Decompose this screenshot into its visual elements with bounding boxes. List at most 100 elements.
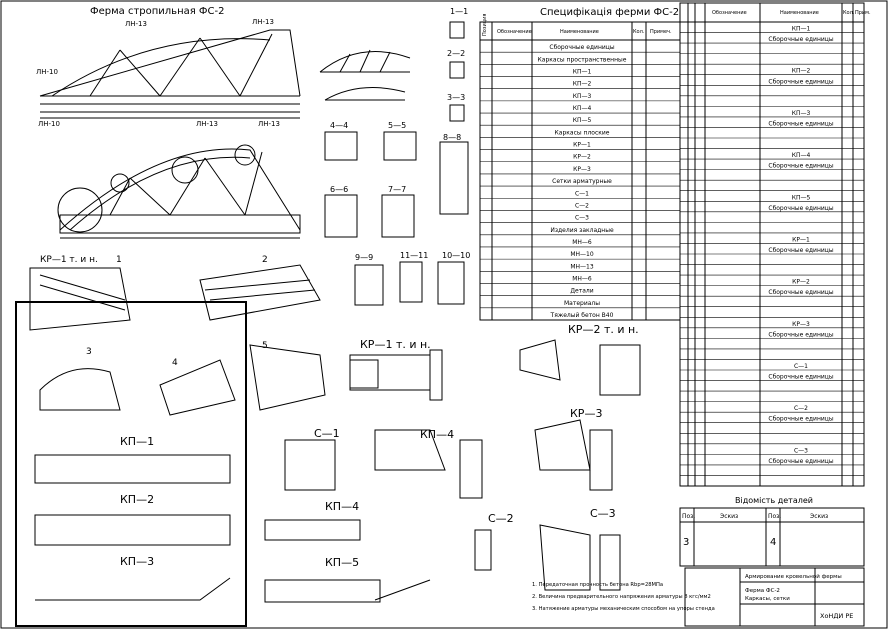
title-block-text: Армирование кровельной фермы Ферма ФС-2 … (745, 573, 853, 620)
right-group-label: КР—3 (792, 321, 810, 328)
spec-row-text: Каркасы плоские (555, 129, 610, 136)
section-2-2 (449, 61, 465, 79)
stamp-name: Ферма ФС-2 (745, 588, 780, 594)
node-label-4: 4 (172, 358, 178, 368)
right-group-caption: Сборочные единицы (768, 289, 833, 296)
right-header-designation: Обозначение (712, 10, 747, 16)
spec-row-text: Каркасы пространственные (538, 56, 627, 63)
node-number-labels: 1 2 3 4 5 (86, 255, 268, 368)
part-label-kr1: КР—1 т. и н. (40, 255, 98, 265)
stamp-title: Армирование кровельной фермы (745, 573, 842, 580)
section-label-10-10: 10—10 (442, 251, 470, 260)
section-label-8-8: 8—8 (443, 133, 461, 142)
right-group-caption: Сборочные единицы (768, 416, 833, 423)
dim-label-1: ЛН-10 (36, 68, 58, 76)
section-label-11-11: 11—11 (400, 251, 428, 260)
part-label-kp5: КП—5 (325, 556, 359, 569)
vis-header-sketch-1: Эскиз (720, 513, 738, 520)
dim-label-4: ЛН-10 (38, 120, 60, 128)
node-label-3: 3 (86, 347, 92, 357)
right-group-caption: Сборочные единицы (768, 36, 833, 43)
spec-row-text: КП—4 (573, 105, 592, 112)
spec-row-text: МН—13 (570, 263, 594, 270)
spec-header-pos: Позиция (482, 14, 488, 36)
vis-header-pos-1: Поз. (682, 513, 695, 520)
section-8-8 (439, 141, 469, 215)
right-group-caption: Сборочные единицы (768, 331, 833, 338)
section-6-6 (324, 194, 358, 238)
part-label-kp3: КП—3 (120, 555, 154, 568)
section-1-1 (449, 21, 465, 39)
right-group-label: КР—1 (792, 236, 810, 243)
right-header-qty: Кол. (843, 10, 855, 16)
visibility-table-grid (679, 507, 865, 567)
spec-row-text: Тяжелый бетон В40 (550, 312, 614, 319)
spec-row-text: Сборочные единицы (549, 44, 614, 51)
right-group-caption: Сборочные единицы (768, 78, 833, 85)
spec-row-text: КП—2 (573, 81, 592, 88)
dim-label-2: ЛН-13 (125, 20, 147, 28)
spec-row-text: КР—3 (573, 166, 591, 173)
part-label-kr3: КР—3 (570, 407, 602, 420)
part-label-kp4-b: КП—4 (325, 500, 359, 513)
stamp-org: ХоНДИ РЕ (820, 612, 853, 620)
section-label-7-7: 7—7 (388, 185, 406, 194)
section-label-2-2: 2—2 (447, 49, 465, 58)
spec-title: Специфікація ферми ФС-2 (540, 6, 679, 18)
left-block-details (34, 359, 236, 601)
truss-elevation-top (39, 29, 301, 119)
part-label-kp4: КП—4 (420, 428, 454, 441)
spec-header-name: Наименование (560, 29, 599, 35)
visibility-title: Відомість деталей (735, 496, 813, 505)
right-group-caption: Сборочные единицы (768, 458, 833, 465)
note-3: 3. Натяжение арматуры механическим спосо… (532, 606, 715, 612)
right-group-label: С—3 (794, 447, 808, 454)
center-parts (249, 339, 641, 603)
left-frame (15, 301, 247, 627)
section-label-5-5: 5—5 (388, 121, 406, 130)
right-group-caption: Сборочные единицы (768, 247, 833, 254)
spec-row-text: МН—10 (570, 251, 594, 258)
node-label-1: 1 (116, 255, 122, 265)
spec-row-text: МН—6 (572, 275, 592, 282)
part-label-kr1-detail: КР—1 т. и н. (360, 338, 431, 351)
section-5-5 (383, 131, 417, 161)
spec-row-text: КП—5 (573, 117, 592, 124)
stamp-sheet: Каркасы, сетки (745, 596, 790, 602)
right-group-caption: Сборочные единицы (768, 374, 833, 381)
visibility-table-text: Поз. Эскиз Поз. Эскиз 3 4 (682, 513, 828, 548)
part-label-kp2: КП—2 (120, 493, 154, 506)
part-label-s2: С—2 (488, 512, 514, 525)
vis-pos-3: 3 (683, 537, 689, 548)
truss-title: Ферма стропильная ФС-2 (90, 6, 225, 17)
section-label-1-1: 1—1 (450, 7, 468, 16)
right-group-label: С—1 (794, 363, 808, 370)
right-group-label: КП—1 (792, 26, 811, 33)
node-label-5: 5 (262, 341, 268, 351)
dim-label-6: ЛН-13 (258, 120, 280, 128)
section-10-10 (437, 261, 465, 305)
vis-header-sketch-2: Эскиз (810, 513, 828, 520)
spec-header-designation: Обозначение (497, 29, 532, 35)
dim-label-5: ЛН-13 (196, 120, 218, 128)
vis-pos-4: 4 (770, 537, 776, 548)
section-label-3-3: 3—3 (447, 93, 465, 102)
node-label-2: 2 (262, 255, 268, 265)
right-group-label: КП—3 (792, 110, 811, 117)
section-9-9 (354, 264, 384, 306)
right-header-note: Прим. (855, 10, 871, 16)
right-header-name: Наименование (780, 10, 819, 16)
right-group-label: КП—5 (792, 194, 811, 201)
section-label-9-9: 9—9 (355, 253, 373, 262)
right-table-headers: Обозначение Наименование Кол. Прим. (712, 10, 871, 16)
truss-elevation-main (57, 144, 301, 239)
right-group-label: КП—4 (792, 152, 811, 159)
dim-label-3: ЛН-13 (252, 18, 274, 26)
section-3-3 (449, 104, 465, 122)
node-details (29, 264, 321, 331)
right-group-label: С—2 (794, 405, 808, 412)
spec-header-qty: Кол. (633, 29, 645, 35)
